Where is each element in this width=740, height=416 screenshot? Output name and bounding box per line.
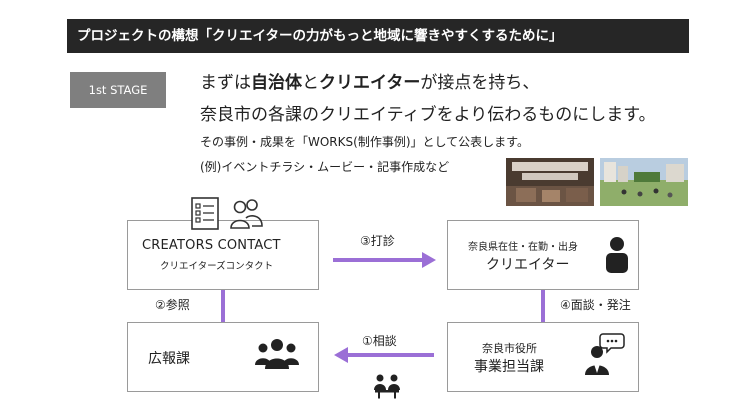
- description-line-2: 奈良市の各課のクリエイティブをより伝わるものにします。: [200, 105, 656, 125]
- creator-title: クリエイター: [486, 257, 570, 273]
- jigyo-title: 事業担当課: [474, 359, 544, 375]
- checklist-document-icon: [191, 197, 219, 230]
- creators-contact-title: CREATORS CONTACT: [142, 238, 281, 253]
- step-mendan-label: ④面談・発注: [560, 298, 631, 312]
- line1-part2: と: [302, 73, 319, 93]
- step-sodan-label: ①相談: [362, 334, 397, 348]
- description-line-1: まずは自治体とクリエイターが接点を持ち、: [200, 68, 539, 93]
- stage-badge: 1st STAGE: [70, 72, 166, 108]
- line1-bold2: クリエイター: [319, 73, 421, 93]
- businessman-speech-icon: [585, 333, 625, 375]
- creators-contact-box: [127, 220, 319, 290]
- koho-title: 広報課: [148, 351, 190, 367]
- step-sansho-label: ②参照: [155, 298, 190, 312]
- line1-bold1: 自治体: [251, 73, 302, 93]
- line1-part3: が接点を持ち、: [420, 73, 540, 93]
- creator-subtitle: 奈良県在住・在勤・出身: [468, 242, 578, 253]
- arrow-sodan-head: [334, 347, 348, 363]
- koho-box: [127, 322, 319, 392]
- creators-contact-subtitle: クリエイターズコンタクト: [160, 261, 274, 272]
- people-outline-icon: [230, 199, 263, 229]
- description-line-3: その事例・成果を「WORKS(制作事例)」として公表します。: [200, 135, 529, 149]
- group-icon: [255, 339, 299, 369]
- arrow-uchiawase-head: [422, 252, 436, 268]
- person-icon: [606, 237, 628, 273]
- meeting-icon: [374, 374, 400, 399]
- step-uchiawase-label: ③打診: [360, 234, 395, 248]
- jigyo-subtitle: 奈良市役所: [482, 342, 537, 355]
- description-line-4: (例)イベントチラシ・ムービー・記事作成など: [200, 160, 450, 174]
- header-title: プロジェクトの構想「クリエイターの力がもっと地域に響きやすくするために」: [67, 19, 689, 53]
- example-flyer-image: [506, 158, 594, 206]
- example-event-photo: [600, 158, 688, 206]
- line1-part1: まずは: [200, 73, 251, 93]
